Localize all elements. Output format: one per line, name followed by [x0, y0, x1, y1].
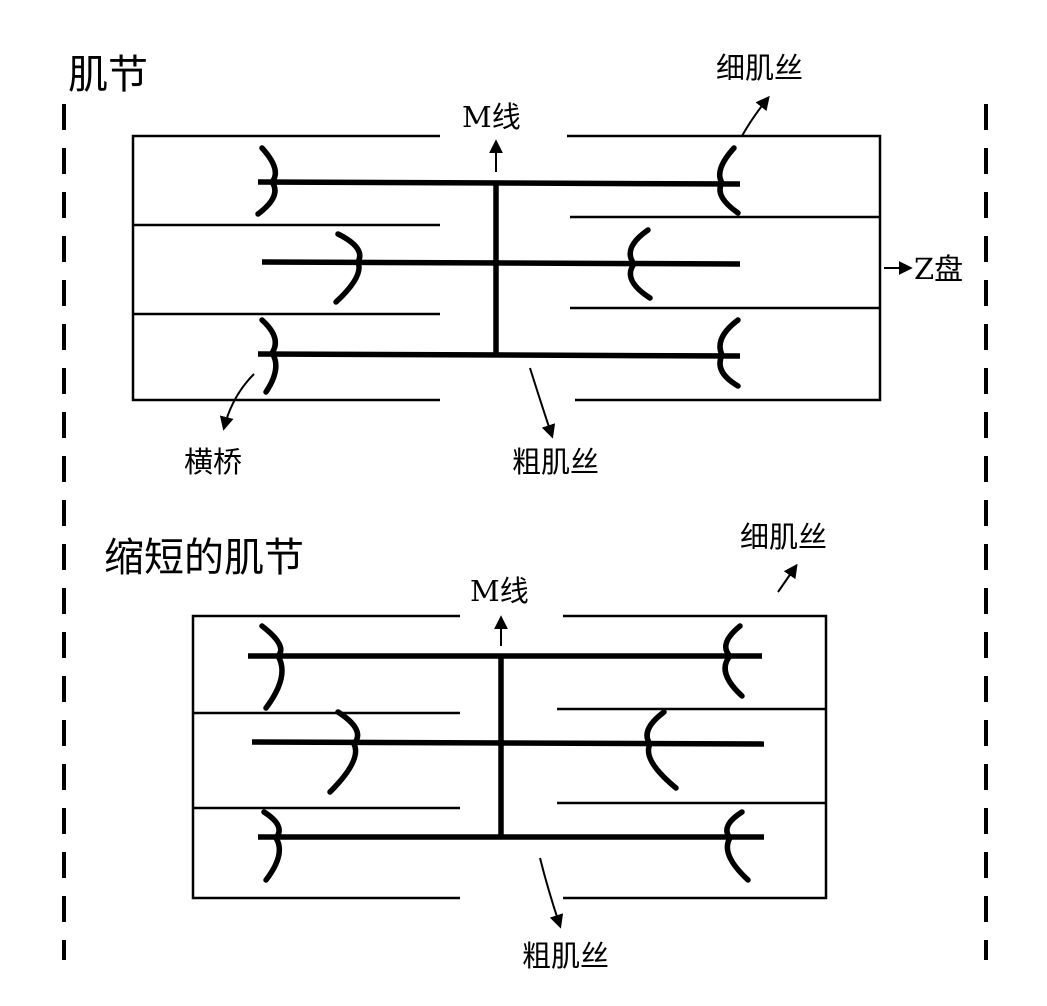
- thin-filament-pointer: [741, 95, 770, 137]
- thin-filament-pointer: [777, 563, 798, 593]
- thick-filament: [261, 259, 741, 267]
- left-z-disc-frame: [131, 134, 440, 402]
- cross-bridge: [255, 145, 279, 217]
- cross-bridge: [644, 709, 679, 791]
- cross-bridge: [261, 809, 283, 883]
- contracted-thick-filament-label: 粗肌丝: [522, 939, 609, 973]
- cross-bridge: [259, 317, 279, 395]
- cross-bridge: [717, 145, 741, 216]
- cross-bridge: [722, 623, 745, 699]
- cross-bridge-label: 横桥: [184, 445, 242, 479]
- cross-bridge: [327, 709, 361, 795]
- right-z-disc-frame: [567, 134, 882, 402]
- contracted-title: 缩短的肌节: [104, 535, 304, 581]
- z-disc-label: Z盘: [914, 252, 963, 286]
- thick-filament-pointer: [529, 367, 556, 439]
- thick-filament: [251, 739, 765, 747]
- cross-bridge: [333, 231, 363, 305]
- thick-filament: [257, 179, 741, 187]
- cross-bridge: [259, 623, 285, 711]
- cross-bridge: [724, 809, 751, 883]
- contracted-thin-filament-label: 细肌丝: [740, 520, 827, 554]
- thick-filament: [257, 351, 741, 359]
- right-z-disc-frame: [563, 614, 828, 900]
- relaxed-m-line-label: M线: [462, 100, 521, 134]
- relaxed-thick-filament-label: 粗肌丝: [512, 445, 599, 479]
- cross-bridge: [717, 317, 741, 389]
- relaxed-thin-filament-label: 细肌丝: [716, 51, 803, 85]
- relaxed-title: 肌节: [68, 52, 148, 98]
- cross-bridge-pointer: [219, 373, 255, 431]
- left-z-disc-frame: [191, 614, 460, 900]
- contracted-sarcomere: 缩短的肌节 M线 细肌丝 粗肌丝: [104, 520, 828, 973]
- relaxed-sarcomere: 肌节 M线 细肌丝 Z盘 横桥 粗肌丝: [68, 51, 963, 479]
- thick-filament-pointer: [539, 857, 564, 929]
- cross-bridge: [627, 227, 653, 301]
- contracted-m-line-label: M线: [470, 574, 529, 608]
